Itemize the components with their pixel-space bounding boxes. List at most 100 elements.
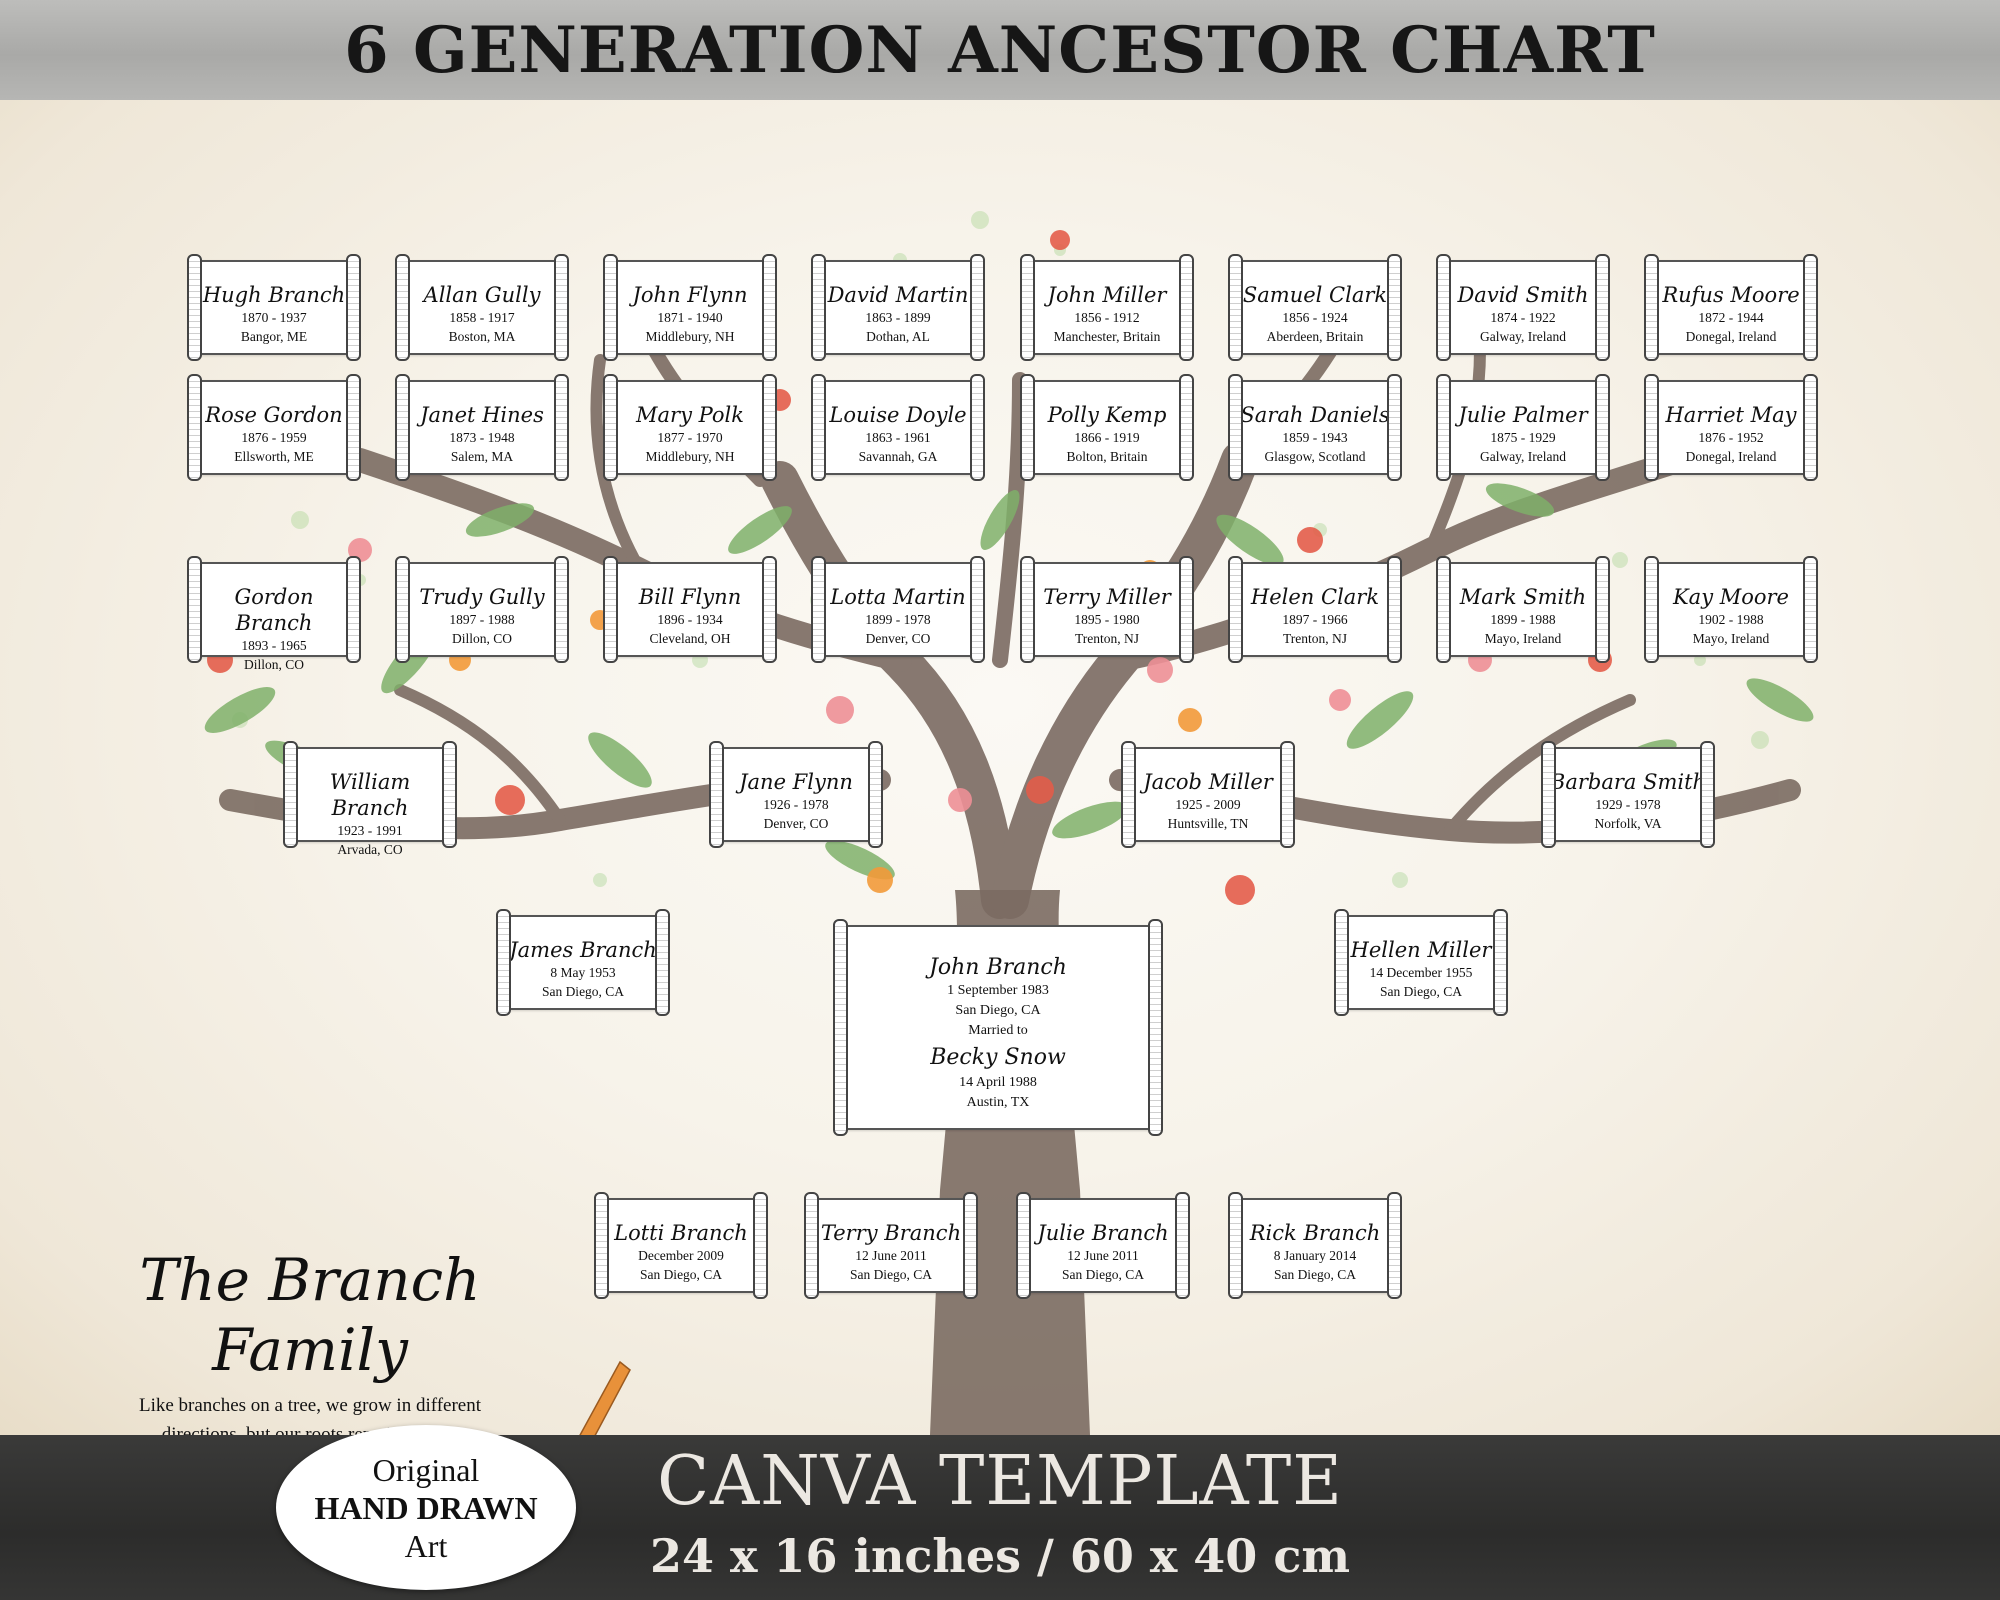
married-label: Married to [968, 1023, 1028, 1038]
person-place: Arvada, CO [337, 842, 403, 857]
spouse-place: Austin, TX [966, 1095, 1030, 1110]
person-place: Mayo, Ireland [1692, 631, 1770, 646]
person-place: San Diego, CA [849, 1267, 933, 1282]
person-place: Bolton, Britain [1066, 449, 1148, 464]
person-dates: 1863 - 1899 [865, 310, 931, 325]
paintbrush-icon [579, 1360, 631, 1435]
person-name: James Branch [509, 938, 657, 962]
person-name: John Miller [1047, 283, 1167, 307]
person-dates: 1929 - 1978 [1595, 797, 1661, 812]
person-dates: 1866 - 1919 [1074, 430, 1140, 445]
person-place: Boston, MA [448, 329, 516, 344]
person-dates: 1902 - 1988 [1698, 612, 1764, 627]
person-name: Sarah Daniels [1240, 403, 1390, 427]
person-place: Galway, Ireland [1479, 449, 1567, 464]
person-dates: 1856 - 1912 [1074, 310, 1140, 325]
person-name: Allan Gully [423, 283, 541, 307]
person-place: Donegal, Ireland [1685, 449, 1777, 464]
person-dates: December 2009 [638, 1248, 724, 1263]
badge-line3: Art [404, 1527, 448, 1564]
person-name: Helen Clark [1250, 585, 1380, 609]
person-place: San Diego, CA [955, 1003, 1041, 1018]
person-dates: 1876 - 1959 [241, 430, 307, 445]
person-place: Ellsworth, ME [234, 449, 314, 464]
person-place: San Diego, CA [1061, 1267, 1145, 1282]
person-name: Samuel Clark [1242, 283, 1388, 307]
person-name: Hugh Branch [202, 283, 346, 307]
person-name: Julie Branch [1037, 1221, 1169, 1245]
hand-drawn-badge: Original HAND DRAWN Art [276, 1425, 576, 1590]
badge-line2: HAND DRAWN [314, 1489, 538, 1526]
person-dates: 1899 - 1988 [1490, 612, 1556, 627]
person-dates: 1871 - 1940 [657, 310, 723, 325]
person-place: Aberdeen, Britain [1266, 329, 1364, 344]
family-quote-line1: Like branches on a tree, we grow in diff… [138, 1395, 482, 1416]
person-place: Norfolk, VA [1594, 816, 1662, 831]
person-dates: 1877 - 1970 [657, 430, 723, 445]
person-place: Mayo, Ireland [1484, 631, 1562, 646]
person-dates: 12 June 2011 [1067, 1248, 1139, 1263]
person-dates: 8 May 1953 [550, 965, 616, 980]
person-name: Mark Smith [1459, 585, 1587, 609]
person-dates: 1896 - 1934 [657, 612, 723, 627]
size-label: 24 x 16 inches / 60 x 40 cm [649, 1529, 1351, 1583]
badge-line1: Original [372, 1451, 480, 1488]
person-name: Lotti Branch [614, 1221, 748, 1245]
person-dates: 1926 - 1978 [763, 797, 829, 812]
person-place: San Diego, CA [1379, 984, 1463, 999]
spouse-name: Becky Snow [930, 1045, 1066, 1070]
person-dates: 1858 - 1917 [449, 310, 515, 325]
person-place: Dillon, CO [451, 631, 512, 646]
person-place: Manchester, Britain [1053, 329, 1161, 344]
person-name: Janet Hines [420, 403, 544, 427]
header-banner: 6 GENERATION ANCESTOR CHART [0, 0, 2000, 100]
person-name: Hellen Miller [1350, 938, 1492, 962]
person-name: Julie Palmer [1458, 403, 1588, 427]
person-name: Lotta Martin [830, 585, 966, 609]
person-name: Terry Branch [820, 1221, 962, 1245]
person-place: Cleveland, OH [649, 631, 731, 646]
person-place: Huntsville, TN [1167, 816, 1249, 831]
person-place: Glasgow, Scotland [1264, 449, 1366, 464]
person-dates: 1870 - 1937 [241, 310, 307, 325]
person-dates: 1923 - 1991 [337, 823, 403, 838]
person-name: Barbara Smith [1549, 770, 1707, 794]
person-dates: 12 June 2011 [855, 1248, 927, 1263]
person-place: San Diego, CA [541, 984, 625, 999]
person-dates: 1897 - 1988 [449, 612, 515, 627]
person-dates: 8 January 2014 [1273, 1248, 1357, 1263]
person-place: Middlebury, NH [645, 449, 735, 464]
family-caption: The Branch Family Like branches on a tre… [40, 1245, 580, 1449]
person-place: Donegal, Ireland [1685, 329, 1777, 344]
person-name: David Smith [1457, 283, 1589, 307]
person-name: Kay Moore [1672, 585, 1789, 609]
person-place: Bangor, ME [240, 329, 308, 344]
person-place: Middlebury, NH [645, 329, 735, 344]
person-name: John Flynn [632, 283, 748, 307]
person-dates: 1859 - 1943 [1282, 430, 1348, 445]
person-name: Gordon Branch [234, 585, 314, 635]
person-name: Terry Miller [1043, 585, 1171, 609]
person-dates: 14 December 1955 [1369, 965, 1473, 980]
